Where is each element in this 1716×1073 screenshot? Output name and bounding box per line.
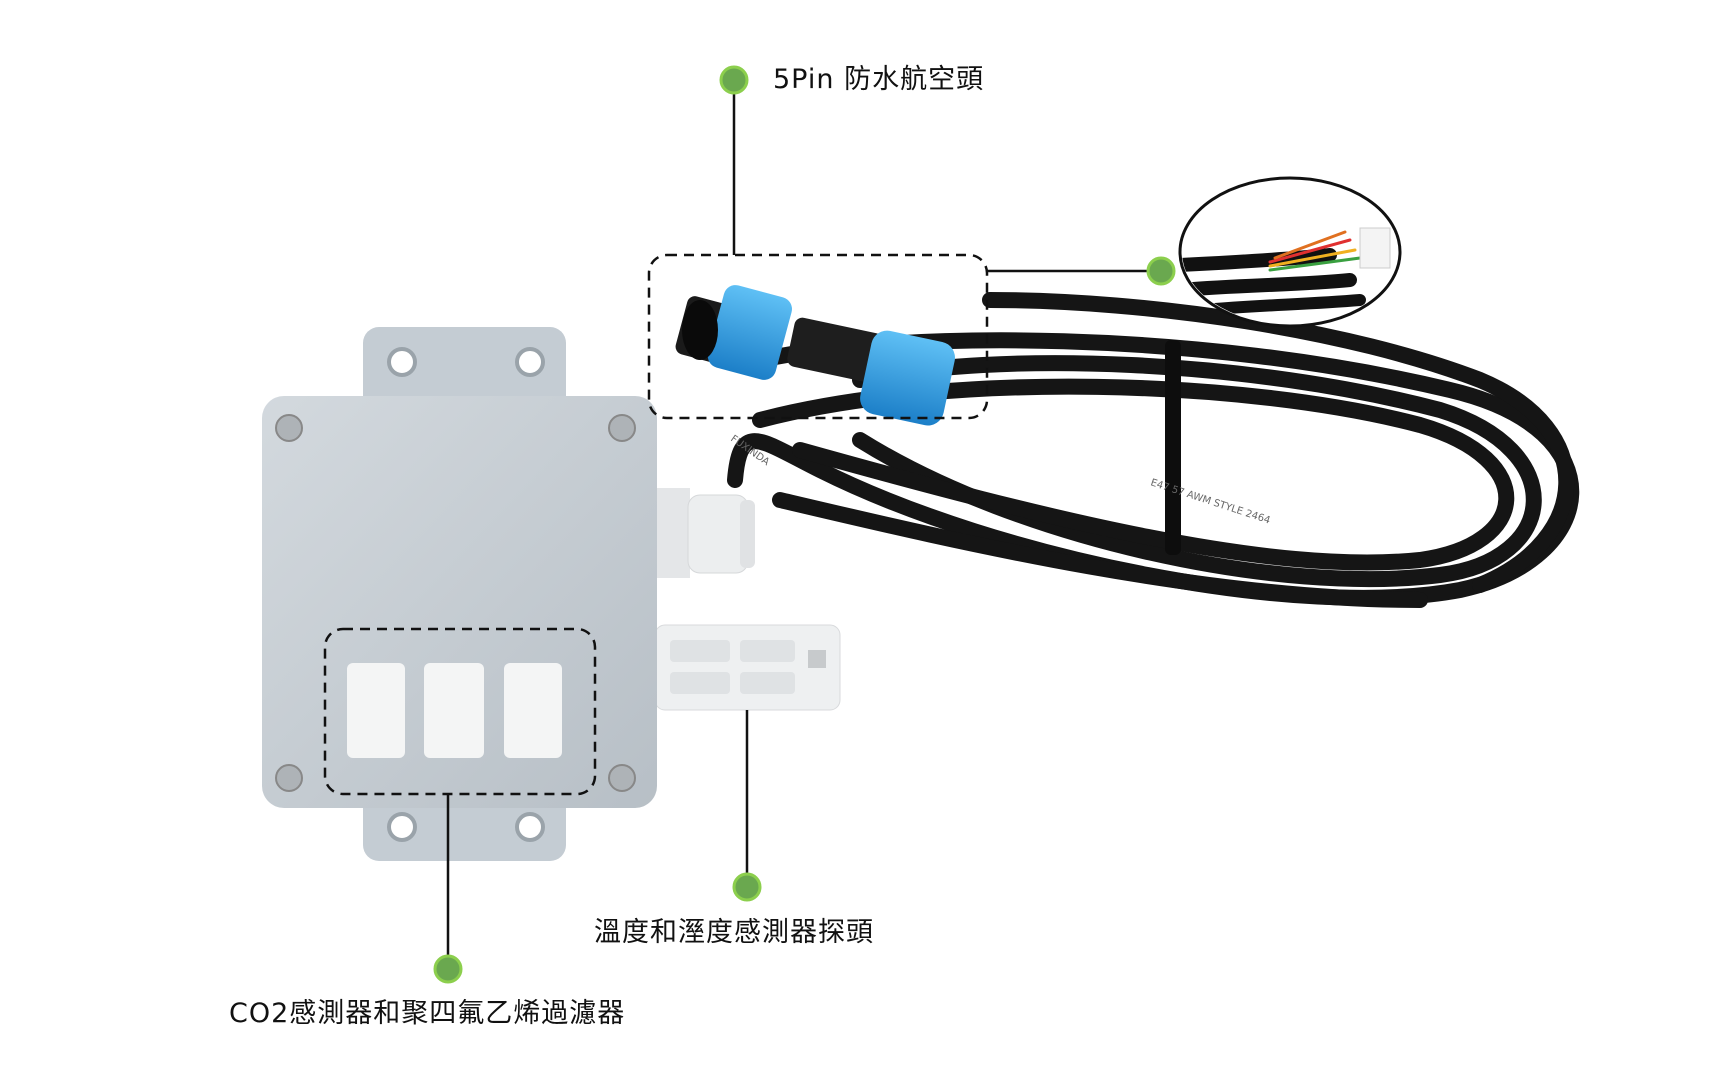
filter-highlight-box: [323, 627, 597, 796]
filter-callout-dot: [433, 954, 463, 984]
humidity-probe: [654, 624, 841, 711]
wires-callout-dot: [1146, 256, 1176, 286]
connector-callout-dot: [719, 65, 749, 95]
probe-label: 溫度和溼度感測器探頭: [594, 917, 874, 948]
wire-ends-inset: [1178, 176, 1402, 328]
connector-highlight-box: [647, 253, 989, 420]
cable-tie: [1165, 340, 1181, 555]
filter-label: CO2感測器和聚四氟乙烯過濾器: [229, 998, 626, 1029]
sensor-enclosure: [262, 327, 657, 861]
probe-callout-dot: [732, 872, 762, 902]
aviation-connector: [675, 285, 955, 426]
cable-gland: [650, 488, 755, 578]
connector-label: 5Pin 防水航空頭: [773, 64, 985, 95]
cable: [727, 292, 1580, 608]
